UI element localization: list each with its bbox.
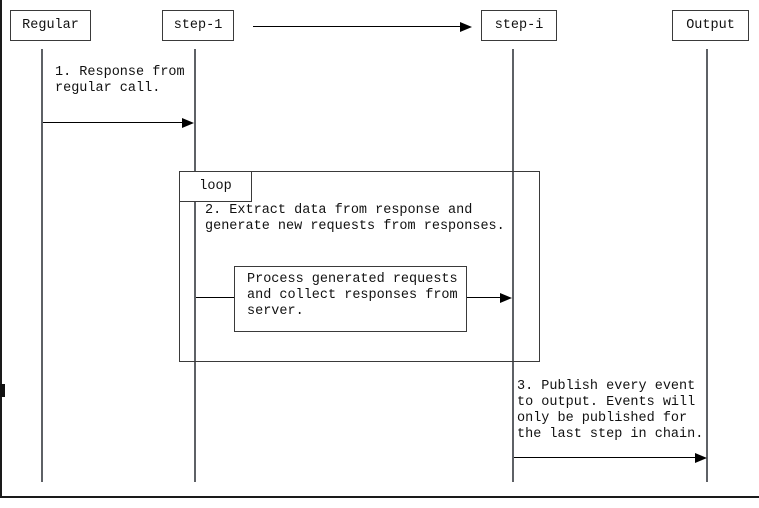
loop-fragment-label: loop [179,171,252,202]
message-1-arrow-head-icon [182,117,194,128]
loop-fragment [179,171,540,362]
message-3-arrow-head-icon [695,452,707,463]
actor-box-step-1: step-1 [162,10,234,41]
page-edge-bottom-border [0,496,759,498]
page-edge-left-border [0,0,2,497]
message-3-label: 3. Publish every event to output. Events… [517,379,704,442]
message-1-arrow-line [43,122,182,123]
lifeline-step-i [512,49,514,482]
process-connector-right-line [467,297,501,298]
lifeline-regular [41,49,43,482]
chain-arrow-line [253,26,461,27]
actor-box-step-i: step-i [481,10,557,41]
message-2-label: 2. Extract data from response and genera… [205,203,505,234]
process-box: Process generated requests and collect r… [234,266,467,332]
message-3-arrow-line [514,457,696,458]
page-edge-mark [0,384,5,397]
actor-box-regular: Regular [10,10,91,41]
chain-arrow-head-icon [460,21,472,32]
actor-box-output: Output [672,10,749,41]
message-1-label: 1. Response from regular call. [55,65,185,96]
lifeline-output [706,49,708,482]
lifeline-step-1 [194,49,196,482]
process-connector-left-line [196,297,234,298]
process-connector-arrow-head-icon [500,292,512,303]
